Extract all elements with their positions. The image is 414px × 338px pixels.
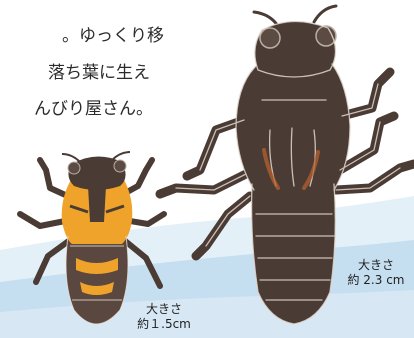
small-larva-illustration [17, 151, 167, 325]
large-larva-size-caption: 大きさ 約 2.3 cm [338, 258, 414, 288]
small-larva-leg-hind-right [121, 237, 163, 289]
large-larva-abdomen [251, 184, 336, 324]
small-larva-eye-left [67, 161, 81, 175]
small-larva-thorax-marking [88, 186, 106, 222]
large-larva-eye-right [315, 25, 337, 47]
large-larva-antenna-right [312, 4, 338, 24]
small-larva-leg-front-left [37, 157, 75, 201]
large-larva-size-label: 大きさ [357, 258, 394, 272]
large-larva-wingpad-accent-right [302, 150, 320, 190]
small-larva-leg-hind-left [33, 237, 73, 285]
large-larva-size-value: 約 2.3 cm [347, 273, 405, 287]
large-larva-wingpad-accent-left [262, 148, 280, 190]
small-larva-abdomen [66, 236, 128, 324]
small-larva-leg-front-right [117, 157, 155, 199]
intro-text-line-3: 落ち葉に生え [48, 63, 150, 83]
small-larva-head [68, 156, 126, 190]
small-larva-abdomen-band [76, 258, 118, 274]
small-larva-eye-right [113, 159, 127, 173]
intro-text-line-4: んびり屋さん。 [34, 99, 153, 119]
large-larva-illustration [155, 4, 414, 325]
large-larva-thorax [236, 64, 350, 190]
small-larva-leg-mid-left [17, 211, 73, 229]
small-larva-size-value: 約１.5cm [137, 317, 191, 331]
small-larva-size-label: 大きさ [145, 302, 182, 316]
large-larva-eye-left [259, 27, 281, 49]
small-larva-size-caption: 大きさ 約１.5cm [128, 302, 200, 332]
small-larva-leg-mid-right [121, 211, 167, 227]
intro-text-line-2: 。ゆっくり移 [62, 26, 164, 46]
